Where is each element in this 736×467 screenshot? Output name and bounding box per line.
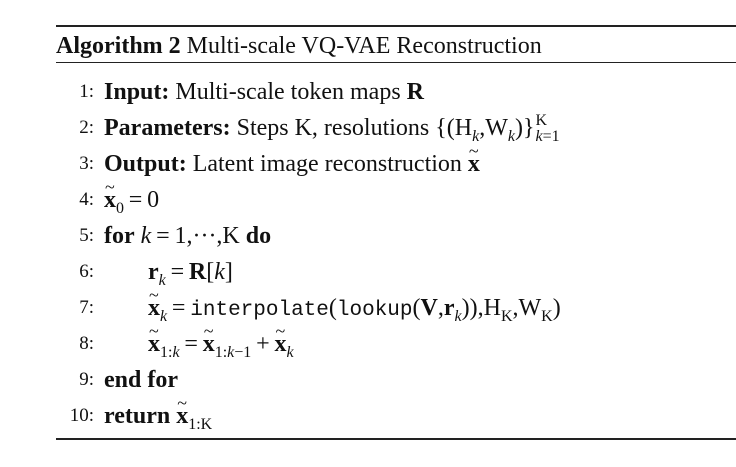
line-body: Parameters: Steps K, resolutions {(Hk,Wk… [104,110,560,146]
keyword: Parameters: [104,115,231,141]
top-rule [56,25,736,27]
line-number: 9: [79,369,94,390]
line-number: 10: [69,405,94,426]
line-body: Input: Multi-scale token maps R [104,74,424,110]
keyword: Output: [104,151,187,177]
line-number: 8: [79,333,94,354]
line-number: 3: [79,153,94,174]
keyword-end-for: end for [104,367,178,393]
math-token-maps: R [406,79,424,105]
line-math: x1:K [176,385,212,432]
line-number: 7: [79,297,94,318]
line-math: k = 1,···,K [140,223,240,249]
line-number: 1: [79,81,94,102]
line-number: 4: [79,189,94,210]
line-number: 2: [79,117,94,138]
algorithm-caption: Algorithm 2 Multi-scale VQ-VAE Reconstru… [56,31,542,61]
line-math: xk = interpolate(lookup(V,rk)),HK,WK) [148,277,561,329]
line-text: Latent image reconstruction [192,151,462,177]
caption-label: Algorithm 2 [56,33,181,59]
caption-rule [56,62,736,63]
keyword-do: do [245,223,272,249]
line-text: Steps K, resolutions [236,115,430,141]
line-body: end for [104,362,178,398]
line-body: return x1:K [104,385,212,434]
line-math: x0 = 0 [104,169,159,218]
keyword: Input: [104,79,170,105]
line-body: for k = 1,···,K do [104,218,271,254]
line-text: Multi-scale token maps [175,79,401,105]
keyword-return: return [104,403,171,429]
line-math: rk = R[k] [148,259,233,289]
line-math: x1:k = x1:k−1 + xk [148,313,294,362]
line-number: 5: [79,225,94,246]
line-body: Output: Latent image reconstruction x [104,133,480,182]
line-number: 6: [79,261,94,282]
math-x-tilde: x [468,133,480,182]
bottom-rule [56,438,736,440]
caption-title: Multi-scale VQ-VAE Reconstruction [186,33,542,59]
keyword-for: for [104,223,135,249]
